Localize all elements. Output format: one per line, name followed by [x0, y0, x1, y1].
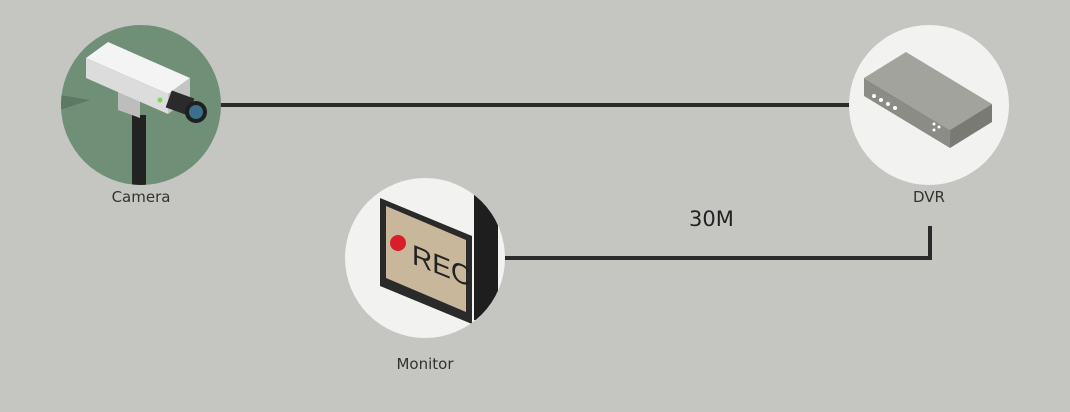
monitor-node: REC	[345, 178, 505, 338]
monitor-icon: REC	[380, 190, 498, 324]
dvr-label: DVR	[913, 188, 945, 206]
camera-node	[61, 25, 221, 185]
rec-dot-icon	[390, 235, 406, 251]
dvr-icon	[864, 52, 992, 148]
camera-icon	[61, 42, 207, 185]
dvr-node	[849, 25, 1009, 185]
camera-label: Camera	[111, 188, 171, 206]
cable-distance-label: 30M	[689, 207, 734, 231]
dvr-monitor-cable	[495, 226, 932, 260]
monitor-label: Monitor	[396, 355, 454, 373]
